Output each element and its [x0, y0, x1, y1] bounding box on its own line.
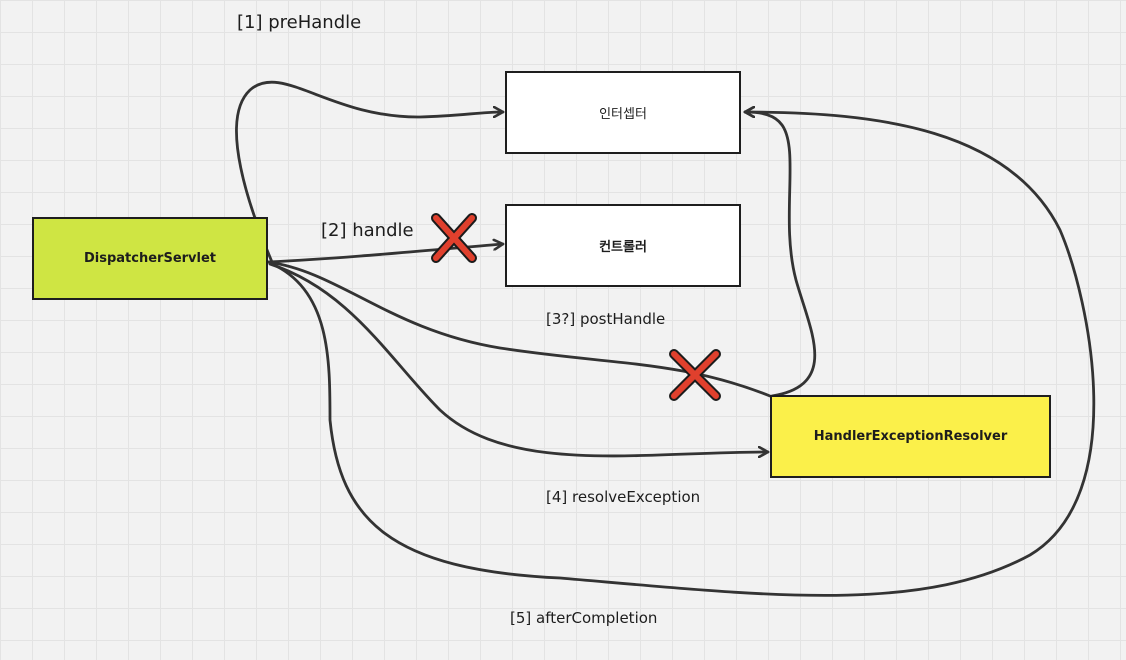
x-mark-icon: [431, 213, 477, 263]
edge-after-completion: [270, 112, 1096, 597]
x-mark-icon: [669, 349, 721, 401]
edge-prehandle: [235, 80, 505, 264]
node-handler-exception-resolver[interactable]: HandlerExceptionResolver: [770, 395, 1051, 478]
node-controller[interactable]: 컨트롤러: [505, 204, 741, 287]
edge-resolver-to-interceptor: [743, 112, 817, 398]
node-interceptor[interactable]: 인터셉터: [505, 71, 741, 154]
edge-handle: [266, 244, 505, 264]
label-handle: [2] handle: [321, 220, 414, 241]
node-dispatcher-servlet[interactable]: DispatcherServlet: [32, 217, 268, 300]
edge-resolve-exception: [268, 262, 770, 456]
label-resolve-exception: [4] resolveException: [546, 488, 701, 506]
label-posthandle: [3?] postHandle: [546, 310, 666, 328]
label-after-completion: [5] afterCompletion: [510, 609, 658, 627]
label-prehandle: [1] preHandle: [237, 12, 362, 33]
